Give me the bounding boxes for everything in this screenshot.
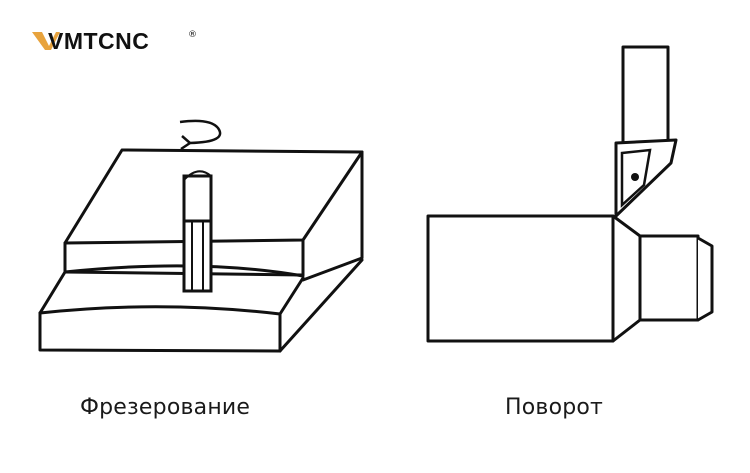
rotation-arrow-icon xyxy=(179,119,222,151)
brand-logo: VMTCNC ® xyxy=(30,24,230,54)
logo-registered-mark: ® xyxy=(188,30,197,40)
milling-cutter-flutes xyxy=(182,219,213,293)
milling-caption: Фрезерование xyxy=(80,395,251,420)
logo-wordmark: VMTCNC xyxy=(48,28,149,54)
milling-cutter-shank xyxy=(182,174,213,223)
logo-mark-icon xyxy=(32,32,60,50)
workpiece-body xyxy=(426,214,615,343)
turning-caption: Поворот xyxy=(505,395,604,420)
workpiece-end xyxy=(638,234,700,322)
tool-holder xyxy=(621,45,670,145)
